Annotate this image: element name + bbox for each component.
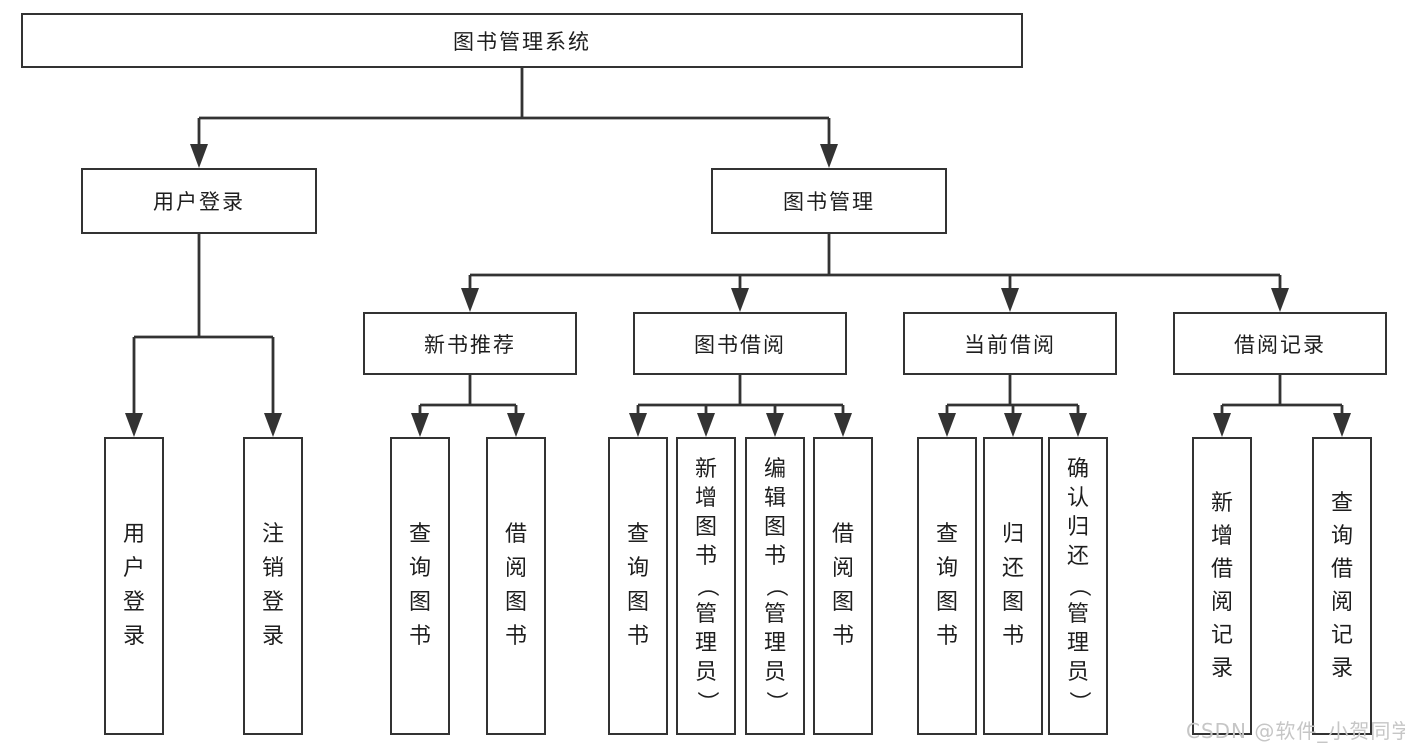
leaf-borrow-books-recommend-label: 借阅图书 [504, 522, 527, 649]
arrowhead-down-icon [834, 413, 852, 437]
arrowhead-down-icon [1333, 413, 1351, 437]
connector-borrow-records-to-leaves [1213, 375, 1351, 437]
leaf-user-login: 用户登录 [104, 437, 164, 735]
arrowhead-down-icon [820, 144, 838, 168]
node-borrow-records-label: 借阅记录 [1234, 332, 1326, 357]
connector-root-to-level2 [190, 68, 838, 168]
arrowhead-down-icon [461, 288, 479, 312]
connector-new-book-recommend-to-leaves [411, 375, 525, 437]
leaf-borrow-books-recommend: 借阅图书 [486, 437, 546, 735]
arrowhead-down-icon [697, 413, 715, 437]
leaf-confirm-return-admin-label: 确认归还（管理员） [1065, 457, 1091, 714]
leaf-query-books-borrow-label: 查询图书 [626, 522, 649, 649]
node-borrow-records: 借阅记录 [1173, 312, 1387, 375]
node-root: 图书管理系统 [21, 13, 1023, 68]
leaf-query-borrow-record: 查询借阅记录 [1312, 437, 1372, 735]
leaf-confirm-return-admin: 确认归还（管理员） [1048, 437, 1108, 735]
arrowhead-down-icon [264, 413, 282, 437]
node-book-borrow: 图书借阅 [633, 312, 847, 375]
leaf-add-borrow-record: 新增借阅记录 [1192, 437, 1252, 735]
node-current-borrow: 当前借阅 [903, 312, 1117, 375]
leaf-borrow-books: 借阅图书 [813, 437, 873, 735]
leaf-edit-book-admin-label: 编辑图书（管理员） [762, 457, 788, 714]
node-root-label: 图书管理系统 [453, 29, 591, 54]
leaf-add-borrow-record-label: 新增借阅记录 [1210, 490, 1233, 681]
connector-book-borrow-to-leaves [629, 375, 852, 437]
arrowhead-down-icon [766, 413, 784, 437]
arrowhead-down-icon [1004, 413, 1022, 437]
leaf-query-books-recommend: 查询图书 [390, 437, 450, 735]
arrowhead-down-icon [1001, 288, 1019, 312]
node-book-management: 图书管理 [711, 168, 947, 234]
connector-book-management-to-level3 [461, 234, 1289, 312]
leaf-query-books-borrow: 查询图书 [608, 437, 668, 735]
node-book-management-label: 图书管理 [783, 190, 875, 214]
leaf-logout-label: 注销登录 [261, 522, 284, 649]
arrowhead-down-icon [411, 413, 429, 437]
arrowhead-down-icon [507, 413, 525, 437]
csdn-watermark: CSDN @软件_小贺同学 [1186, 719, 1405, 743]
leaf-return-book: 归还图书 [983, 437, 1043, 735]
node-new-book-recommend: 新书推荐 [363, 312, 577, 375]
leaf-borrow-books-label: 借阅图书 [831, 522, 854, 649]
arrowhead-down-icon [938, 413, 956, 437]
leaf-query-books-recommend-label: 查询图书 [408, 522, 431, 649]
node-book-borrow-label: 图书借阅 [694, 332, 786, 357]
leaf-return-book-label: 归还图书 [1001, 522, 1024, 649]
connector-user-login-to-leaves [125, 234, 282, 437]
arrowhead-down-icon [1213, 413, 1231, 437]
node-user-login-label: 用户登录 [153, 190, 245, 214]
leaf-query-books-current-label: 查询图书 [935, 522, 958, 649]
arrowhead-down-icon [125, 413, 143, 437]
leaf-logout: 注销登录 [243, 437, 303, 735]
leaf-add-book-admin-label: 新增图书（管理员） [693, 457, 719, 714]
arrowhead-down-icon [629, 413, 647, 437]
arrowhead-down-icon [731, 288, 749, 312]
arrowhead-down-icon [1271, 288, 1289, 312]
leaf-add-book-admin: 新增图书（管理员） [676, 437, 736, 735]
arrowhead-down-icon [190, 144, 208, 168]
node-current-borrow-label: 当前借阅 [964, 332, 1056, 357]
node-user-login: 用户登录 [81, 168, 317, 234]
leaf-query-books-current: 查询图书 [917, 437, 977, 735]
leaf-query-borrow-record-label: 查询借阅记录 [1330, 490, 1353, 681]
arrowhead-down-icon [1069, 413, 1087, 437]
leaf-user-login-label: 用户登录 [122, 522, 145, 649]
connector-current-borrow-to-leaves [938, 375, 1087, 437]
leaf-edit-book-admin: 编辑图书（管理员） [745, 437, 805, 735]
node-new-book-recommend-label: 新书推荐 [424, 332, 516, 357]
